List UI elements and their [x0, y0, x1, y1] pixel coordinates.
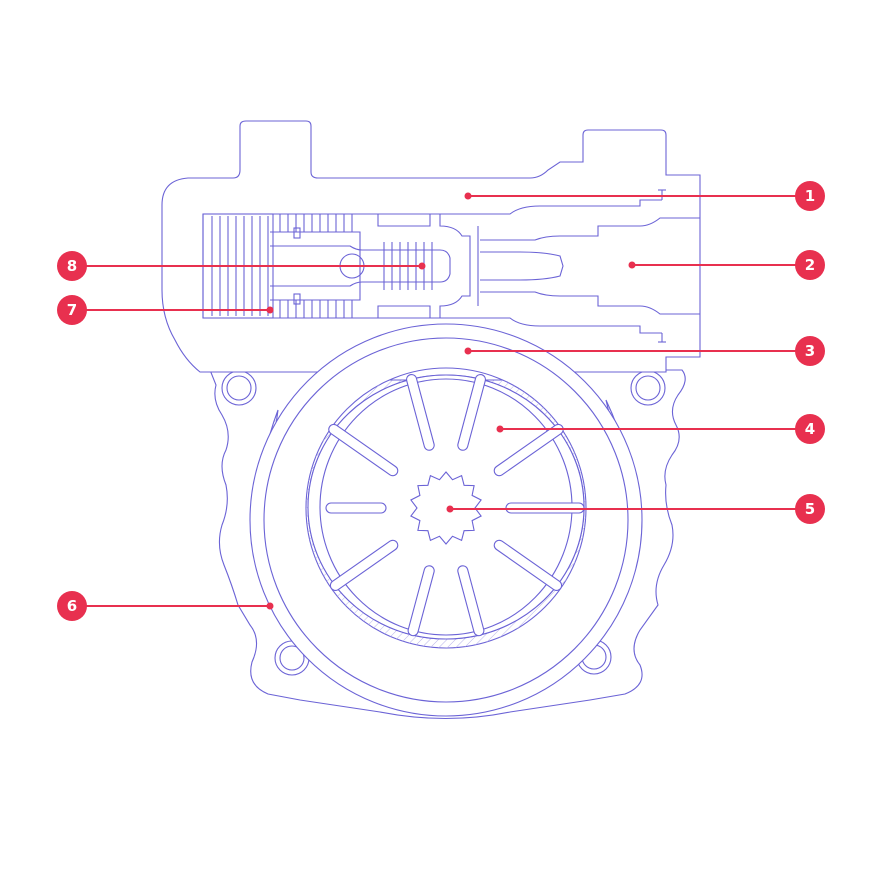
- callout-2-badge: [795, 250, 825, 280]
- callout-2-anchor: [628, 261, 636, 269]
- callout-1-badge: [795, 181, 825, 211]
- relief-spring: [202, 213, 353, 319]
- callout-5-badge: [795, 494, 825, 524]
- callout-8-badge: [57, 251, 87, 281]
- callout-6-badge: [57, 591, 87, 621]
- callout-1: 1: [464, 181, 825, 211]
- callout-3-number: 3: [805, 342, 815, 360]
- callout-8-anchor: [418, 262, 426, 270]
- callout-5-number: 5: [805, 500, 815, 518]
- callout-5: 5: [446, 494, 825, 524]
- outlet-port: [480, 217, 700, 315]
- callout-7-anchor: [266, 306, 274, 314]
- callout-6-number: 6: [67, 597, 77, 615]
- callout-8-number: 8: [67, 257, 77, 275]
- callout-8: 8: [57, 251, 426, 281]
- callout-7-badge: [57, 295, 87, 325]
- callout-1-anchor: [464, 192, 472, 200]
- callout-6-anchor: [266, 602, 274, 610]
- rotor-vanes: [325, 373, 585, 637]
- callout-7: 7: [57, 295, 274, 325]
- callout-7-number: 7: [67, 301, 77, 319]
- callout-4-number: 4: [805, 420, 815, 438]
- splined-shaft: [410, 471, 482, 545]
- callout-5-anchor: [446, 505, 454, 513]
- callout-3-badge: [795, 336, 825, 366]
- callout-1-number: 1: [805, 187, 815, 205]
- callout-2-number: 2: [805, 256, 815, 274]
- callout-3-anchor: [464, 347, 472, 355]
- callout-3: 3: [464, 336, 825, 366]
- callout-6: 6: [57, 591, 274, 621]
- callout-2: 2: [628, 250, 825, 280]
- callout-4-anchor: [496, 425, 504, 433]
- callout-4: 4: [496, 414, 825, 444]
- callout-4-badge: [795, 414, 825, 444]
